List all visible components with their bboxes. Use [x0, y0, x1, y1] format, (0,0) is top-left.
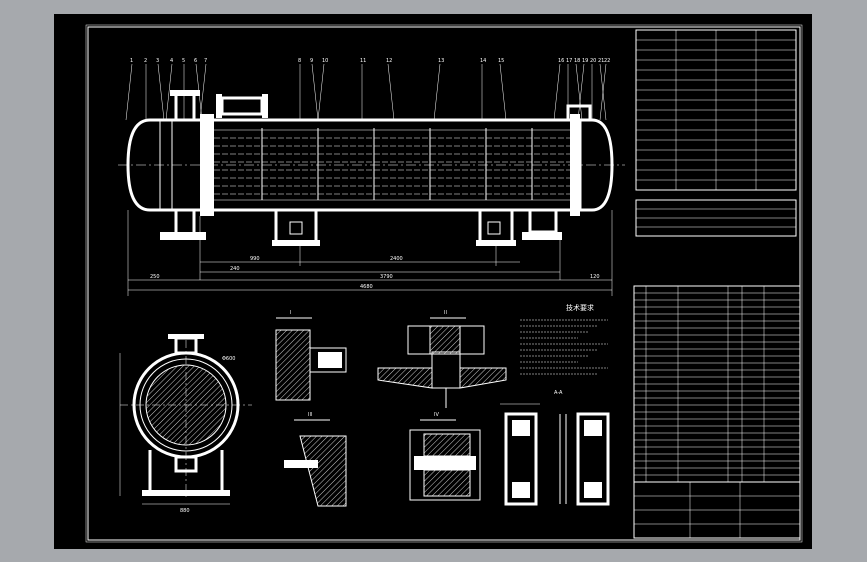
title-block — [633, 481, 801, 539]
nozzle-table — [635, 199, 797, 237]
nozzle-left-bottom — [174, 208, 196, 236]
detail-view-4: IV — [409, 412, 481, 501]
callout-number: 22 — [604, 58, 610, 64]
nozzle-left-top — [174, 92, 196, 122]
nozzle-shell-inlet — [220, 96, 264, 116]
dim-a: 240 — [230, 266, 240, 272]
callout-number: 4 — [170, 58, 173, 64]
dim-left-end: 250 — [150, 274, 160, 280]
callout-number: 10 — [322, 58, 328, 64]
callout-number: 13 — [438, 58, 444, 64]
callout-number: 2 — [144, 58, 147, 64]
dim-tube-length: 3790 — [380, 274, 393, 280]
detail-3-label: III — [308, 412, 312, 418]
callout-number: 12 — [386, 58, 392, 64]
callout-number: 1 — [130, 58, 133, 64]
dim-shell-outer: Φ600 — [222, 356, 235, 362]
dim-b: 990 — [250, 256, 260, 262]
design-data-table — [635, 29, 797, 191]
callout-number: 14 — [480, 58, 486, 64]
callout-number: 5 — [182, 58, 185, 64]
dim-shell-width: 880 — [180, 508, 190, 514]
tech-req-title: 技术要求 — [566, 303, 594, 312]
callout-number: 16 — [558, 58, 564, 64]
callout-number: 19 — [582, 58, 588, 64]
detail-2-label: II — [444, 310, 447, 316]
callout-number: 3 — [156, 58, 159, 64]
detail-view-flange: A-A — [500, 390, 610, 506]
callout-number: 8 — [298, 58, 301, 64]
technical-requirements: 技术要求 — [520, 303, 608, 375]
callout-number: 11 — [360, 58, 366, 64]
detail-4-label: IV — [434, 412, 439, 418]
parts-list-table — [633, 285, 801, 483]
exchanger-end-view: 880 Φ600 — [119, 334, 252, 514]
detail-1-label: I — [290, 310, 291, 316]
saddle-support-left — [274, 210, 318, 246]
dim-support-span: 2400 — [390, 256, 403, 262]
callout-number: 20 — [590, 58, 596, 64]
detail-view-2: II — [377, 310, 507, 408]
callout-number: 17 — [566, 58, 572, 64]
callout-number: 21 — [598, 58, 604, 64]
detail-view-1: I — [275, 310, 347, 401]
callout-number: 9 — [310, 58, 313, 64]
callout-number: 7 — [204, 58, 207, 64]
nozzle-shell-outlet — [528, 208, 558, 234]
drawing-outer-border — [85, 24, 803, 543]
dim-right-end: 120 — [590, 274, 600, 280]
detail-view-3: III — [284, 412, 347, 507]
section-label: A-A — [554, 390, 563, 396]
tubesheet-left — [200, 114, 214, 216]
callout-number: 15 — [498, 58, 504, 64]
dim-overall: 4680 — [360, 284, 373, 290]
callout-number: 18 — [574, 58, 580, 64]
saddle-support-right — [478, 210, 514, 246]
drawing-border — [87, 26, 801, 541]
callout-number: 6 — [194, 58, 197, 64]
